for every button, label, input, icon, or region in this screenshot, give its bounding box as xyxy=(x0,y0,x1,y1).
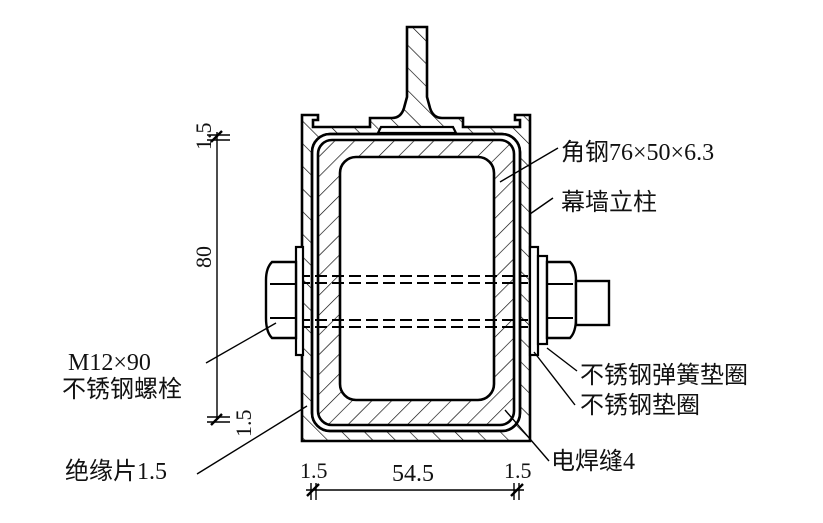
dim-vertical-top: 1.5 xyxy=(191,123,216,151)
spring-washer-label: 不锈钢弹簧垫圈 xyxy=(580,362,748,389)
dim-vertical-main: 80 xyxy=(191,246,216,268)
leader-lines xyxy=(196,147,578,475)
horizontal-dimension xyxy=(306,483,524,500)
dim-vertical-bottom: 1.5 xyxy=(231,410,256,438)
weld-label: 电焊缝4 xyxy=(551,448,635,475)
washer-label: 不锈钢垫圈 xyxy=(580,392,700,419)
bolt-head-left xyxy=(264,245,305,357)
dim-horizontal-right: 1.5 xyxy=(504,458,532,483)
angle-steel-label: 角钢76×50×6.3 xyxy=(561,139,714,166)
insulation-label: 绝缘片1.5 xyxy=(65,458,167,485)
bolt-shank-hidden xyxy=(298,275,528,328)
dim-horizontal-left: 1.5 xyxy=(300,458,328,483)
dim-horizontal-main: 54.5 xyxy=(392,461,434,487)
nut-right xyxy=(528,245,611,357)
bolt-spec-label: M12×90 xyxy=(68,350,151,376)
bolt-name-label: 不锈钢螺栓 xyxy=(62,376,182,403)
vertical-dimension xyxy=(207,130,230,426)
mullion-label: 幕墙立柱 xyxy=(561,189,657,216)
angle-steel-section xyxy=(316,138,516,427)
